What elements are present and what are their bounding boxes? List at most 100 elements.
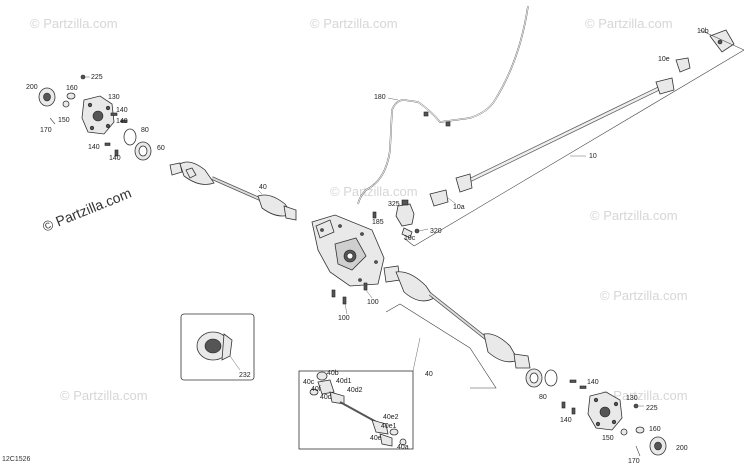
nut-part	[66, 92, 76, 100]
bolt-part	[331, 289, 336, 298]
washer-part	[62, 100, 70, 108]
callout-label: 100	[338, 315, 350, 322]
callout-label: 40f	[311, 386, 321, 393]
stud	[613, 401, 619, 407]
callout-label: 40	[425, 371, 433, 378]
screw-part	[414, 228, 420, 234]
bolt-part	[342, 296, 347, 305]
callout-label: 170	[628, 458, 640, 465]
callout-label: 225	[646, 405, 658, 412]
shaft-end	[169, 162, 183, 176]
stud	[611, 419, 617, 425]
differential-group	[311, 211, 385, 315]
callout-label: 325	[388, 201, 400, 208]
leader-line	[412, 337, 421, 372]
cable-clip	[445, 121, 451, 127]
bolt-head	[320, 228, 324, 232]
stud	[89, 125, 95, 131]
actuator-body	[395, 203, 415, 227]
callout-label: 140	[587, 379, 599, 386]
clip-part	[675, 57, 691, 73]
cv-joint	[283, 205, 297, 221]
inset-232	[180, 313, 255, 381]
cv-joint	[317, 379, 335, 395]
ring-part	[389, 428, 399, 436]
callout-label: 225	[91, 74, 103, 81]
callout-label: 100	[367, 299, 379, 306]
callout-label: 140	[116, 107, 128, 114]
watermark-text: © Partzilla.com	[60, 388, 148, 403]
differential-bore	[346, 252, 354, 260]
ring-part	[309, 388, 319, 396]
linkage-end	[455, 173, 473, 193]
callout-label: 200	[26, 84, 38, 91]
watermark-text: © Partzilla.com	[600, 288, 688, 303]
shaft-bar-highlight	[211, 177, 263, 201]
frame-line	[413, 49, 745, 247]
stud	[105, 105, 111, 111]
shaft-end	[513, 353, 531, 369]
callout-label: 40c	[303, 379, 315, 386]
callout-label: 170	[40, 127, 52, 134]
leader-line	[365, 289, 373, 299]
bolt-head	[360, 232, 364, 236]
stud	[105, 123, 111, 129]
callout-label: 150	[602, 435, 614, 442]
leader-line	[257, 189, 263, 195]
clip-part	[399, 438, 407, 446]
watermark-text: © Partzilla.com	[590, 208, 678, 223]
wheel-hub-center	[599, 406, 611, 418]
retaining-ring-part	[544, 369, 558, 387]
hub-cap-center	[654, 441, 662, 451]
cv-boot	[371, 419, 389, 435]
callout-label: 130	[108, 94, 120, 101]
callout-label: 140	[560, 417, 572, 424]
callout-label: 40d2	[347, 387, 363, 394]
leader-line	[387, 97, 399, 101]
cv-boot	[395, 271, 435, 302]
callout-label: 320	[430, 228, 442, 235]
callout-label: 40b	[327, 370, 339, 377]
callout-label: 40e	[370, 435, 382, 442]
bolt-head	[374, 260, 378, 264]
watermark-text: © Partzilla.com	[585, 16, 673, 31]
right-hub-group	[525, 368, 667, 457]
cable-path	[357, 5, 529, 205]
cv-joint	[379, 433, 393, 447]
callout-label: 10a	[453, 204, 465, 211]
callout-label: 10	[589, 153, 597, 160]
bolt-part	[633, 403, 639, 409]
callout-label: 160	[649, 426, 661, 433]
watermarks: © Partzilla.com © Partzilla.com © Partzi…	[30, 16, 688, 413]
actuator-clip	[401, 227, 413, 239]
bolt-head	[338, 224, 342, 228]
callout-label: 140	[116, 118, 128, 125]
gear-center	[204, 338, 222, 354]
washer-part	[620, 428, 628, 436]
callout-label: 140	[88, 144, 100, 151]
callout-label: 40d1	[336, 378, 352, 385]
screw-part	[49, 117, 56, 125]
callout-label: 60	[157, 145, 165, 152]
bolt-part	[569, 379, 577, 383]
bolt-part	[80, 74, 86, 80]
shaft-bar-highlight	[429, 293, 489, 341]
bolt-part	[363, 282, 368, 291]
bolt-part	[110, 112, 118, 116]
clip-part	[316, 371, 328, 381]
bolt-part	[372, 211, 377, 219]
callout-label: 185	[372, 219, 384, 226]
hub-cap-center	[43, 92, 51, 102]
bearing-bore	[138, 145, 148, 157]
frame-line	[403, 237, 415, 247]
bolt-part	[561, 401, 566, 409]
callout-label: 10c	[404, 235, 416, 242]
callout-label: 180	[374, 94, 386, 101]
callout-label: 40e1	[381, 423, 397, 430]
left-drive-shaft	[169, 161, 297, 221]
cv-ridge	[185, 167, 197, 179]
callout-label: 40a	[397, 444, 409, 451]
leader-line	[418, 228, 429, 232]
callout-label: 10e	[658, 56, 670, 63]
